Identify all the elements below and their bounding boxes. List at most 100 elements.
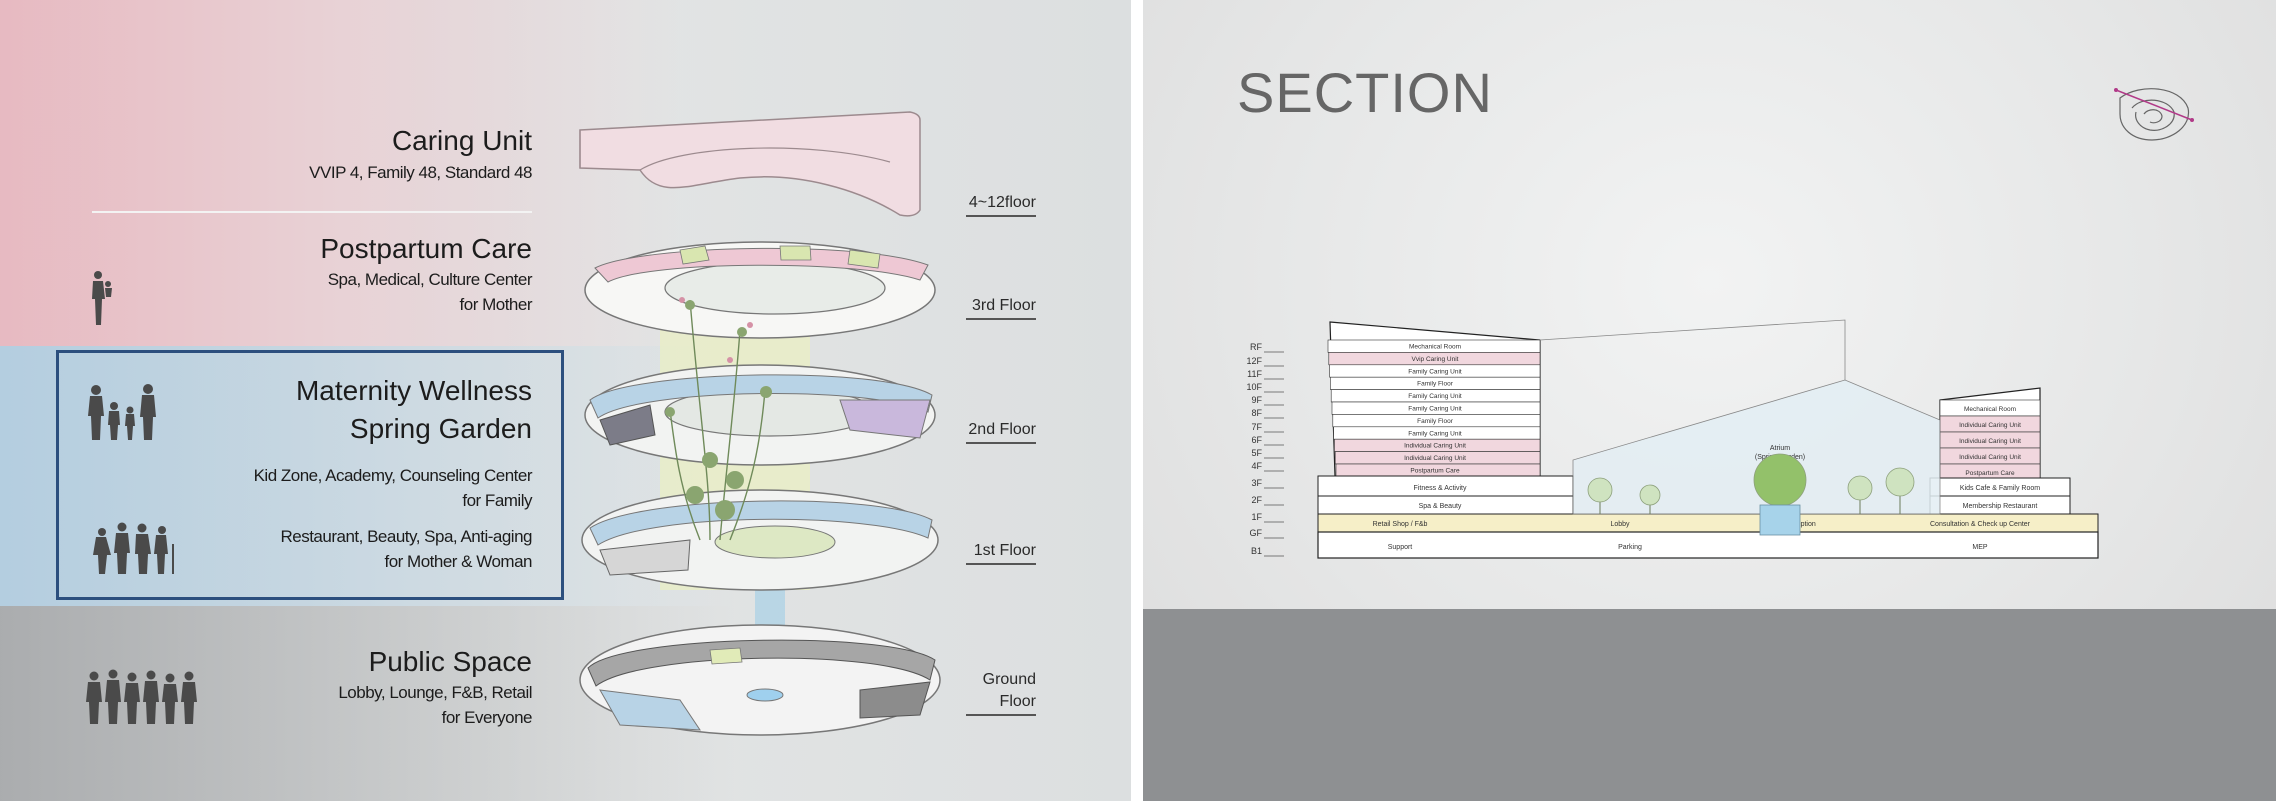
- level-label-6f: 6F: [1251, 435, 1262, 445]
- west-room-label-0: Mechanical Room: [1409, 344, 1461, 351]
- ground-floor-ring: [579, 624, 941, 736]
- floor-label-ground-2: Floor: [999, 693, 1036, 710]
- postpartum-title: Postpartum Care: [320, 233, 532, 264]
- east-room-label-2: Individual Caring Unit: [1959, 438, 2021, 445]
- wellness-zone-band: [0, 346, 1131, 606]
- tree-canopy-0: [1587, 477, 1613, 503]
- tree-canopy-4: [1885, 467, 1915, 497]
- public-desc-2: for Everyone: [441, 708, 533, 727]
- floor-label-2: 2nd Floor: [968, 421, 1036, 438]
- wellness-desc-4: for Mother & Woman: [384, 552, 532, 571]
- west-room-label-8: Individual Caring Unit: [1404, 443, 1466, 450]
- third-floor-ring: [584, 241, 936, 339]
- west-room-label-1: Vvip Caring Unit: [1412, 356, 1459, 363]
- level-label-7f: 7F: [1251, 422, 1262, 432]
- garden-plants: [665, 297, 772, 541]
- caring-unit-desc: VVIP 4, Family 48, Standard 48: [309, 163, 532, 182]
- caring-unit-title: Caring Unit: [391, 125, 532, 156]
- floor-label-3: 3rd Floor: [971, 297, 1036, 314]
- basement-label-0: Support: [1388, 544, 1413, 551]
- building-section-drawing: RF 12F 11F 10F 9F 8F 7F 6F 5F 4F 3F 2F 1F GF B1 Mechan…: [1246, 319, 2099, 559]
- west-room-label-9: Individual Caring Unit: [1404, 455, 1466, 462]
- floor-line-3: [966, 318, 1036, 320]
- wellness-title-1: Maternity Wellness: [295, 375, 532, 406]
- caring-unit-block: [579, 111, 921, 217]
- wellness-desc-2: for Family: [462, 491, 532, 510]
- basement-label-2: MEP: [1972, 544, 1988, 551]
- level-label-9f: 9F: [1251, 395, 1262, 405]
- atrium-label: Atrium: [1770, 445, 1790, 452]
- east-room-label-4: Postpartum Care: [1965, 470, 2015, 477]
- tree-canopy-3: [1847, 475, 1873, 501]
- podium-1f-west-label: Spa & Beauty: [1419, 503, 1462, 510]
- atrium-glass: [1572, 379, 1941, 515]
- east-podium-1f-label: Membership Restaurant: [1963, 503, 2038, 510]
- caring-zone-band: [0, 0, 1131, 346]
- second-floor-ring: [584, 364, 936, 466]
- basement-label-1: Parking: [1618, 544, 1642, 551]
- public-title: Public Space: [368, 646, 532, 677]
- floor-line-1: [966, 563, 1036, 565]
- east-room-label-3: Individual Caring Unit: [1959, 454, 2021, 461]
- caring-divider: [92, 211, 532, 213]
- floor-label-4-12: 4~12floor: [968, 194, 1036, 211]
- floor-line-2: [966, 442, 1036, 444]
- roof-skylight-line: [1539, 319, 1846, 380]
- wellness-desc-1: Kid Zone, Academy, Counseling Center: [253, 466, 533, 485]
- level-markers: RF 12F 11F 10F 9F 8F 7F 6F 5F 4F 3F 2F 1F GF B1: [1246, 342, 1284, 557]
- level-label-3f: 3F: [1251, 478, 1262, 488]
- west-room-label-2: Family Caring Unit: [1408, 368, 1462, 375]
- water-feature: [1759, 504, 1801, 536]
- exploded-axonometric-diagram: [579, 111, 941, 736]
- ground-plane: [1143, 609, 2276, 801]
- atrium: Atrium(Spring Garden): [1572, 379, 1941, 536]
- level-label-10f: 10F: [1246, 382, 1262, 392]
- section-title: SECTION: [1237, 61, 1493, 124]
- ground-label-1: Lobby: [1610, 521, 1630, 528]
- postpartum-desc-2: for Mother: [459, 295, 533, 314]
- floor-label-ground-1: Ground: [982, 671, 1036, 688]
- wellness-highlight-box: [56, 350, 564, 600]
- women-silhouette-icon: [93, 522, 174, 574]
- ground-label-0: Retail Shop / F&b: [1373, 521, 1428, 528]
- level-label-b1: B1: [1251, 546, 1262, 556]
- level-label-8f: 8F: [1251, 408, 1262, 418]
- program-diagram-panel: Caring Unit VVIP 4, Family 48, Standard …: [0, 0, 1131, 801]
- level-label-11f: 11F: [1247, 369, 1262, 379]
- west-room-label-7: Family Caring Unit: [1408, 430, 1462, 437]
- level-label-gf: GF: [1250, 528, 1263, 538]
- west-room-label-5: Family Caring Unit: [1408, 406, 1462, 413]
- level-label-2f: 2F: [1251, 495, 1262, 505]
- family-silhouette-icon: [88, 384, 156, 440]
- floor-line-4-12: [966, 215, 1036, 217]
- tree-canopy-2: [1753, 453, 1807, 507]
- floor-label-1: 1st Floor: [973, 542, 1036, 559]
- west-room-label-6: Family Floor: [1417, 418, 1454, 425]
- key-plan-icon: [2114, 88, 2194, 141]
- crowd-silhouette-icon: [86, 669, 197, 724]
- east-podium-2f-label: Kids Cafe & Family Room: [1960, 485, 2040, 492]
- floor-line-ground: [966, 714, 1036, 716]
- public-desc-1: Lobby, Lounge, F&B, Retail: [338, 683, 532, 702]
- ground-label-3: Consultation & Check up Center: [1930, 521, 2031, 528]
- podium-2f-west-label: Fitness & Activity: [1414, 485, 1467, 492]
- west-room-label-10: Postpartum Care: [1410, 468, 1460, 475]
- east-room-label-0: Mechanical Room: [1964, 406, 2016, 413]
- postpartum-desc-1: Spa, Medical, Culture Center: [327, 270, 533, 289]
- wellness-title-2: Spring Garden: [349, 413, 532, 444]
- level-label-rf: RF: [1250, 342, 1262, 352]
- level-label-12f: 12F: [1246, 356, 1262, 366]
- mother-child-silhouette-icon: [92, 271, 112, 325]
- wellness-desc-3: Restaurant, Beauty, Spa, Anti-aging: [280, 527, 532, 546]
- level-label-4f: 4F: [1251, 461, 1262, 471]
- first-floor-ring: [581, 489, 939, 591]
- level-label-1f: 1F: [1251, 512, 1262, 522]
- level-label-5f: 5F: [1251, 448, 1262, 458]
- tree-canopy-1: [1639, 484, 1661, 506]
- east-room-label-1: Individual Caring Unit: [1959, 422, 2021, 429]
- west-room-label-3: Family Floor: [1417, 381, 1454, 388]
- basement-strip: [1317, 531, 2099, 559]
